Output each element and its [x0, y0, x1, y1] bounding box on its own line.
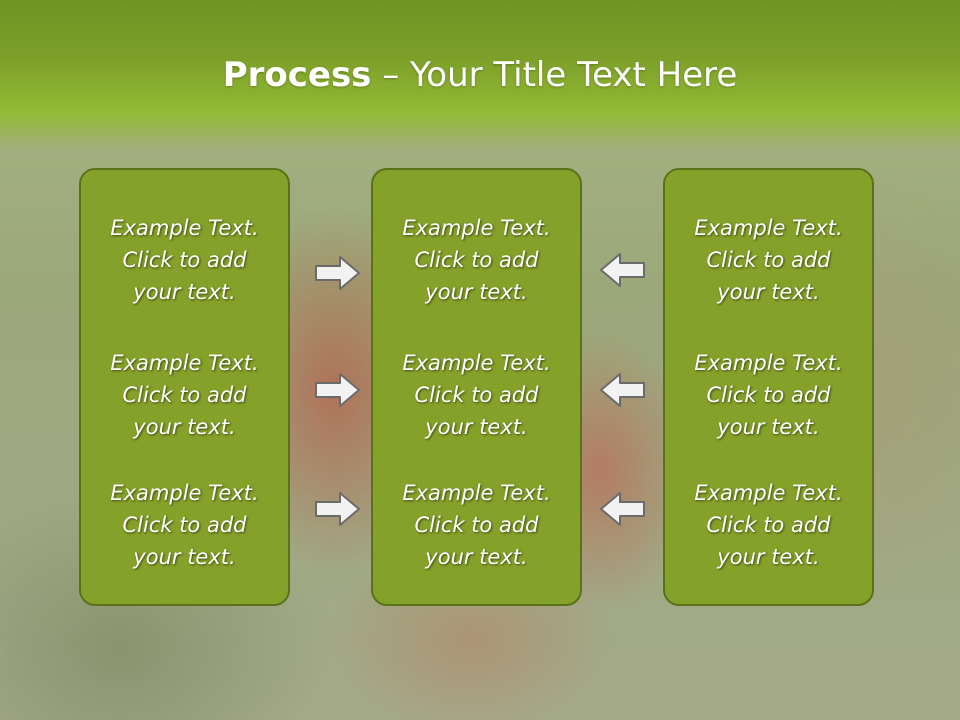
title-band [0, 0, 960, 150]
process-panel-middle[interactable]: Example Text. Click to add your text. Ex… [371, 168, 582, 606]
text-block[interactable]: Example Text. Click to add your text. [694, 481, 843, 569]
arrow-left-icon [600, 373, 645, 407]
arrow-left-icon [600, 253, 645, 287]
text-block[interactable]: Example Text. Click to add your text. [110, 216, 259, 304]
text-block[interactable]: Example Text. Click to add your text. [110, 351, 259, 439]
text-block[interactable]: Example Text. Click to add your text. [110, 481, 259, 569]
process-panel-right[interactable]: Example Text. Click to add your text. Ex… [663, 168, 874, 606]
arrow-right-icon [315, 373, 360, 407]
slide-title[interactable]: Process – Your Title Text Here [0, 52, 960, 98]
text-block[interactable]: Example Text. Click to add your text. [402, 216, 551, 304]
text-block[interactable]: Example Text. Click to add your text. [402, 481, 551, 569]
arrow-left-icon [600, 492, 645, 526]
arrow-right-icon [315, 256, 360, 290]
text-block[interactable]: Example Text. Click to add your text. [402, 351, 551, 439]
arrow-right-icon [315, 492, 360, 526]
title-bold: Process [222, 55, 372, 95]
text-block[interactable]: Example Text. Click to add your text. [694, 351, 843, 439]
process-panel-left[interactable]: Example Text. Click to add your text. Ex… [79, 168, 290, 606]
title-rest: – Your Title Text Here [371, 55, 738, 95]
text-block[interactable]: Example Text. Click to add your text. [694, 216, 843, 304]
